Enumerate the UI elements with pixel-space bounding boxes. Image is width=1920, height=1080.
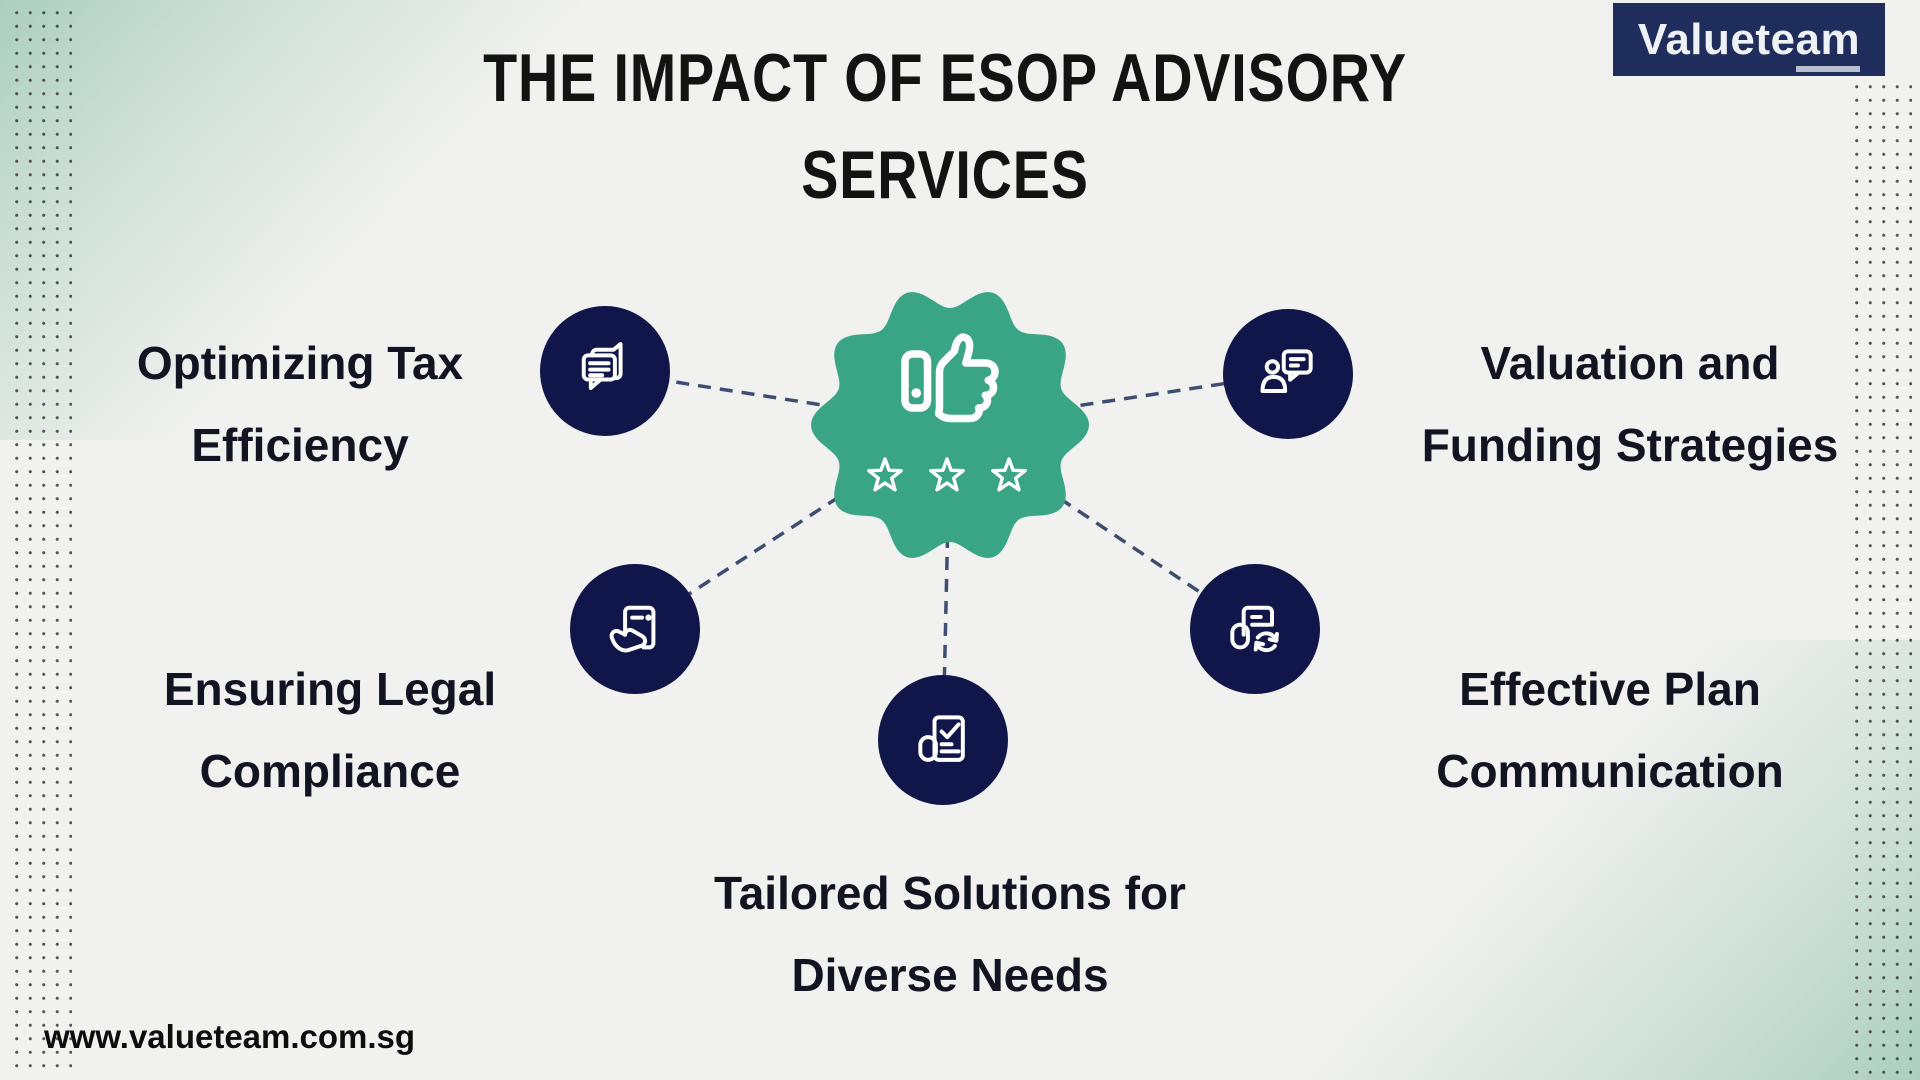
center-badge: [800, 275, 1100, 575]
label-line: Diverse Needs: [791, 949, 1109, 1001]
label-line: Tailored Solutions for: [714, 867, 1186, 919]
node-circle-tax: [540, 306, 670, 436]
person-chat-icon: [1260, 349, 1313, 393]
checklist-document-icon: [918, 715, 965, 762]
label-optimizing-tax-efficiency: Optimizing Tax Efficiency: [55, 322, 545, 486]
node-circle-tailored: [878, 675, 1008, 805]
label-line: Valuation and: [1480, 337, 1780, 389]
thumbs-up-icon: [901, 333, 999, 423]
label-tailored-solutions-diverse-needs: Tailored Solutions for Diverse Needs: [640, 852, 1260, 1016]
label-ensuring-legal-compliance: Ensuring Legal Compliance: [80, 648, 580, 812]
label-valuation-funding-strategies: Valuation and Funding Strategies: [1340, 322, 1920, 486]
label-line: Funding Strategies: [1421, 419, 1839, 471]
node-circle-legal: [570, 564, 700, 694]
chat-messages-icon: [581, 342, 623, 390]
page-title-line1: THE IMPACT OF ESOP ADVISORY: [483, 40, 1407, 116]
label-line: Ensuring Legal: [163, 663, 497, 715]
page-title-line2: SERVICES: [801, 137, 1089, 213]
page-title: THE IMPACT OF ESOP ADVISORY SERVICES: [146, 30, 1745, 224]
valueteam-logo[interactable]: Valueteam: [1613, 3, 1885, 76]
label-line: Optimizing Tax: [136, 337, 464, 389]
label-line: Effective Plan: [1459, 663, 1761, 715]
label-line: Efficiency: [191, 419, 409, 471]
dot-grid-right: [1850, 80, 1912, 1074]
three-stars-icon: [867, 457, 1027, 492]
label-line: Communication: [1436, 745, 1784, 797]
node-circle-communication: [1190, 564, 1320, 694]
scalloped-seal-shape: [811, 292, 1089, 558]
logo-text: Valueteam: [1638, 14, 1861, 72]
document-sync-icon: [1230, 605, 1279, 653]
website-url[interactable]: www.valueteam.com.sg: [44, 1018, 416, 1055]
label-effective-plan-communication: Effective Plan Communication: [1330, 648, 1890, 812]
dot-grid-left: [10, 6, 72, 1074]
node-circle-valuation: [1223, 309, 1353, 439]
label-line: Compliance: [199, 745, 461, 797]
hand-document-icon: [609, 605, 656, 653]
